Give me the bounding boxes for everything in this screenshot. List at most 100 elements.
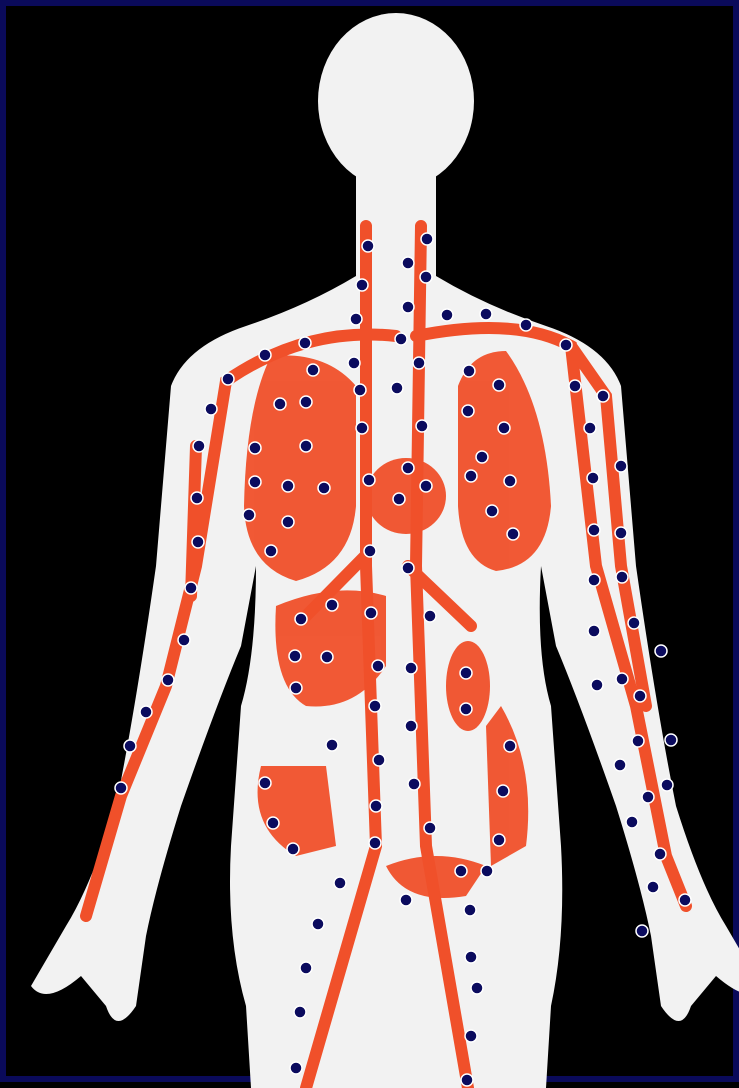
marker-dot-116[interactable] (294, 1006, 306, 1018)
marker-dot-110[interactable] (464, 904, 476, 916)
marker-dot-79[interactable] (616, 673, 628, 685)
marker-dot-16[interactable] (413, 357, 425, 369)
marker-dot-51[interactable] (507, 528, 519, 540)
marker-dot-30[interactable] (498, 422, 510, 434)
marker-dot-3[interactable] (420, 271, 432, 283)
marker-dot-89[interactable] (614, 759, 626, 771)
marker-dot-112[interactable] (636, 925, 648, 937)
marker-dot-20[interactable] (463, 365, 475, 377)
marker-dot-28[interactable] (416, 420, 428, 432)
marker-dot-23[interactable] (597, 390, 609, 402)
marker-dot-100[interactable] (493, 834, 505, 846)
marker-dot-52[interactable] (588, 524, 600, 536)
marker-dot-36[interactable] (402, 462, 414, 474)
marker-dot-105[interactable] (455, 865, 467, 877)
marker-dot-2[interactable] (402, 257, 414, 269)
marker-dot-5[interactable] (402, 301, 414, 313)
marker-dot-82[interactable] (405, 720, 417, 732)
marker-dot-103[interactable] (654, 848, 666, 860)
marker-dot-62[interactable] (326, 599, 338, 611)
marker-dot-53[interactable] (615, 527, 627, 539)
marker-dot-85[interactable] (124, 740, 136, 752)
marker-dot-18[interactable] (354, 384, 366, 396)
marker-dot-92[interactable] (408, 778, 420, 790)
marker-dot-9[interactable] (480, 308, 492, 320)
marker-dot-102[interactable] (369, 837, 381, 849)
marker-dot-56[interactable] (364, 545, 376, 557)
marker-dot-26[interactable] (300, 396, 312, 408)
marker-dot-41[interactable] (318, 482, 330, 494)
marker-dot-10[interactable] (520, 319, 532, 331)
marker-dot-43[interactable] (420, 480, 432, 492)
marker-dot-72[interactable] (460, 667, 472, 679)
marker-dot-11[interactable] (560, 339, 572, 351)
marker-dot-119[interactable] (461, 1074, 473, 1086)
marker-dot-94[interactable] (661, 779, 673, 791)
marker-dot-32[interactable] (193, 440, 205, 452)
marker-dot-107[interactable] (647, 881, 659, 893)
marker-dot-104[interactable] (334, 877, 346, 889)
marker-dot-60[interactable] (185, 582, 197, 594)
marker-dot-57[interactable] (402, 562, 414, 574)
marker-dot-48[interactable] (243, 509, 255, 521)
marker-dot-12[interactable] (299, 337, 311, 349)
marker-dot-42[interactable] (393, 493, 405, 505)
marker-dot-37[interactable] (465, 470, 477, 482)
marker-dot-19[interactable] (391, 382, 403, 394)
marker-dot-46[interactable] (615, 460, 627, 472)
marker-dot-39[interactable] (282, 480, 294, 492)
marker-dot-38[interactable] (363, 474, 375, 486)
marker-dot-47[interactable] (191, 492, 203, 504)
marker-dot-31[interactable] (584, 422, 596, 434)
marker-dot-67[interactable] (178, 634, 190, 646)
marker-dot-84[interactable] (665, 734, 677, 746)
marker-dot-21[interactable] (493, 379, 505, 391)
marker-dot-88[interactable] (373, 754, 385, 766)
marker-dot-91[interactable] (115, 782, 127, 794)
marker-dot-27[interactable] (356, 422, 368, 434)
marker-dot-101[interactable] (287, 843, 299, 855)
marker-dot-99[interactable] (626, 816, 638, 828)
marker-dot-44[interactable] (504, 475, 516, 487)
marker-dot-106[interactable] (481, 865, 493, 877)
marker-dot-70[interactable] (372, 660, 384, 672)
marker-dot-87[interactable] (504, 740, 516, 752)
marker-dot-96[interactable] (370, 800, 382, 812)
marker-dot-90[interactable] (259, 777, 271, 789)
marker-dot-6[interactable] (350, 313, 362, 325)
marker-dot-93[interactable] (497, 785, 509, 797)
marker-dot-113[interactable] (465, 951, 477, 963)
marker-dot-69[interactable] (321, 651, 333, 663)
marker-dot-68[interactable] (289, 650, 301, 662)
marker-dot-35[interactable] (476, 451, 488, 463)
marker-dot-40[interactable] (249, 476, 261, 488)
marker-dot-7[interactable] (395, 333, 407, 345)
marker-dot-15[interactable] (348, 357, 360, 369)
marker-dot-81[interactable] (140, 706, 152, 718)
marker-dot-73[interactable] (655, 645, 667, 657)
marker-dot-76[interactable] (369, 700, 381, 712)
marker-dot-61[interactable] (295, 613, 307, 625)
marker-dot-83[interactable] (632, 735, 644, 747)
marker-dot-118[interactable] (290, 1062, 302, 1074)
marker-dot-66[interactable] (588, 625, 600, 637)
marker-dot-98[interactable] (424, 822, 436, 834)
marker-dot-109[interactable] (400, 894, 412, 906)
marker-dot-86[interactable] (326, 739, 338, 751)
marker-dot-24[interactable] (205, 403, 217, 415)
marker-dot-22[interactable] (569, 380, 581, 392)
marker-dot-58[interactable] (588, 574, 600, 586)
marker-dot-97[interactable] (267, 817, 279, 829)
marker-dot-14[interactable] (222, 373, 234, 385)
marker-dot-111[interactable] (312, 918, 324, 930)
marker-dot-49[interactable] (282, 516, 294, 528)
marker-dot-4[interactable] (356, 279, 368, 291)
marker-dot-33[interactable] (249, 442, 261, 454)
marker-dot-50[interactable] (486, 505, 498, 517)
marker-dot-59[interactable] (616, 571, 628, 583)
marker-dot-1[interactable] (421, 233, 433, 245)
marker-dot-65[interactable] (628, 617, 640, 629)
marker-dot-80[interactable] (634, 690, 646, 702)
marker-dot-25[interactable] (274, 398, 286, 410)
marker-dot-114[interactable] (300, 962, 312, 974)
